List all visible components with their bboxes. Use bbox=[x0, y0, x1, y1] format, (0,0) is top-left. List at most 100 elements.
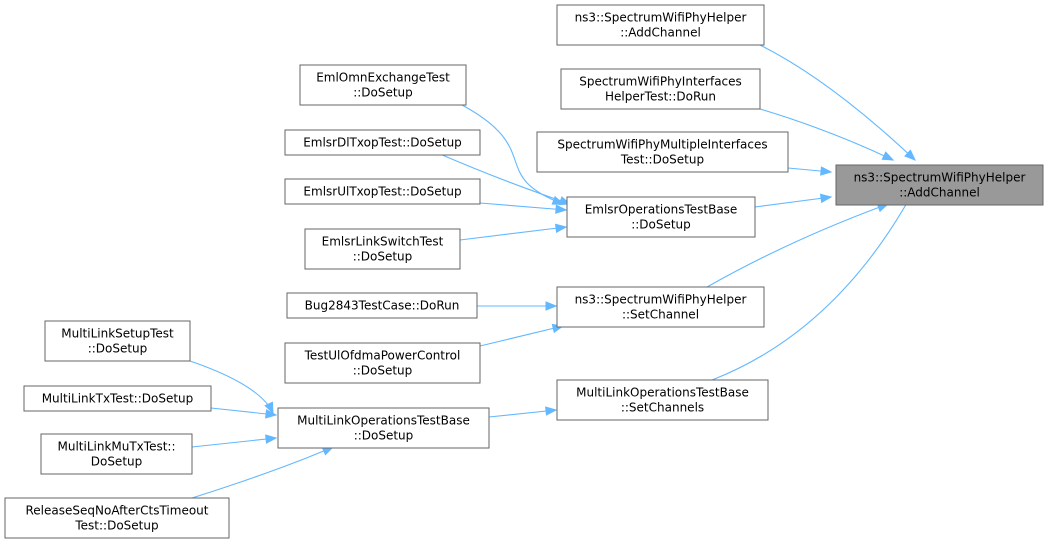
edge-n_ifhelper-to-target bbox=[759, 108, 895, 161]
edge-n_mlmu-to-n_mlbase bbox=[191, 434, 278, 448]
node-box bbox=[40, 433, 193, 475]
node-label: EmlOmnExchangeTest bbox=[316, 71, 450, 85]
edge-line bbox=[759, 108, 894, 161]
edge-line bbox=[488, 409, 557, 418]
edge-line bbox=[479, 325, 564, 347]
node-n_mltx[interactable]: MultiLinkTxTest::DoSetup bbox=[23, 385, 212, 412]
node-label: ::DoSetup bbox=[353, 250, 413, 264]
node-label: EmlsrOperationsTestBase bbox=[585, 203, 738, 217]
node-n_setch[interactable]: ns3::SpectrumWifiPhyHelper::SetChannel bbox=[556, 286, 765, 328]
node-box bbox=[556, 4, 765, 46]
node-box bbox=[566, 196, 756, 238]
node-label: EmlsrUlTxopTest::DoSetup bbox=[303, 185, 461, 199]
node-label: EmlsrLinkSwitchTest bbox=[322, 235, 444, 249]
node-box bbox=[560, 68, 761, 110]
edge-line bbox=[479, 202, 567, 211]
node-n_bug[interactable]: Bug2843TestCase::DoRun bbox=[286, 292, 478, 319]
arrowhead bbox=[904, 149, 916, 161]
node-label: TestUlOfdmaPowerControl bbox=[304, 349, 461, 363]
node-box bbox=[835, 164, 1044, 206]
node-label: MultiLinkOperationsTestBase bbox=[297, 414, 470, 428]
node-n_ofdma[interactable]: TestUlOfdmaPowerControl::DoSetup bbox=[284, 342, 481, 384]
edge-n_ofdma-to-n_setch bbox=[479, 323, 565, 347]
edge-n_emlbase-to-target bbox=[754, 193, 833, 208]
edge-line bbox=[191, 446, 334, 499]
node-label: DoSetup bbox=[91, 455, 143, 469]
node-n_ifhelper[interactable]: SpectrumWifiPhyInterfacesHelperTest::DoR… bbox=[560, 68, 761, 110]
node-box bbox=[556, 286, 765, 328]
edge-n_bug-to-n_setch bbox=[477, 301, 558, 311]
arrowhead bbox=[819, 193, 833, 204]
node-n_mlsetch[interactable]: MultiLinkOperationsTestBase::SetChannels bbox=[556, 379, 769, 421]
node-label: SpectrumWifiPhyMultipleInterfaces bbox=[557, 138, 767, 152]
node-label: ::DoSetup bbox=[353, 364, 413, 378]
node-n_add2[interactable]: ns3::SpectrumWifiPhyHelper::AddChannel bbox=[556, 4, 765, 46]
arrowhead bbox=[555, 223, 568, 233]
node-n_multiif[interactable]: SpectrumWifiPhyMultipleInterfacesTest::D… bbox=[536, 131, 789, 173]
node-box bbox=[23, 385, 212, 412]
edge-n_multiif-to-target bbox=[787, 166, 833, 176]
arrowhead bbox=[264, 401, 274, 415]
node-label: ::DoSetup bbox=[353, 86, 413, 100]
edge-line bbox=[210, 407, 277, 416]
edge-n_ul-to-n_emlbase bbox=[479, 202, 568, 214]
node-label: ns3::SpectrumWifiPhyHelper bbox=[575, 11, 747, 25]
node-box bbox=[277, 407, 490, 449]
node-n_ul[interactable]: EmlsrUlTxopTest::DoSetup bbox=[284, 178, 481, 205]
node-label: MultiLinkSetupTest bbox=[61, 327, 174, 341]
arrowhead bbox=[881, 151, 895, 161]
node-label: SpectrumWifiPhyInterfaces bbox=[579, 75, 742, 89]
edge-line bbox=[711, 182, 919, 381]
node-n_mlbase[interactable]: MultiLinkOperationsTestBase::DoSetup bbox=[277, 407, 490, 449]
node-box bbox=[286, 292, 478, 319]
node-label: EmlsrDlTxopTest::DoSetup bbox=[303, 136, 462, 150]
node-label: Test::DoSetup bbox=[74, 519, 158, 533]
node-label: ::AddChannel bbox=[899, 186, 980, 200]
node-n_omn[interactable]: EmlOmnExchangeTest::DoSetup bbox=[299, 64, 467, 106]
node-label: ReleaseSeqNoAfterCtsTimeout bbox=[26, 504, 209, 518]
edge-line bbox=[706, 203, 889, 288]
edge-n_release-to-n_mlbase bbox=[191, 446, 335, 499]
arrowhead bbox=[820, 166, 833, 176]
edge-line bbox=[191, 437, 277, 448]
node-label: ::DoSetup bbox=[88, 342, 148, 356]
edge-line bbox=[459, 226, 567, 241]
node-n_dl[interactable]: EmlsrDlTxopTest::DoSetup bbox=[284, 129, 481, 156]
node-target[interactable]: ns3::SpectrumWifiPhyHelper::AddChannel bbox=[835, 164, 1044, 206]
node-label: ns3::SpectrumWifiPhyHelper bbox=[854, 171, 1026, 185]
node-label: HelperTest::DoRun bbox=[605, 90, 716, 104]
node-label: Bug2843TestCase::DoRun bbox=[305, 299, 460, 313]
node-label: MultiLinkTxTest::DoSetup bbox=[42, 392, 194, 406]
arrowhead bbox=[265, 434, 278, 444]
edge-n_mltx-to-n_mlbase bbox=[210, 407, 278, 419]
arrowhead bbox=[545, 406, 558, 416]
node-box bbox=[304, 228, 461, 270]
node-box bbox=[536, 131, 789, 173]
node-label: MultiLinkOperationsTestBase bbox=[576, 386, 749, 400]
edge-n_mlbase-to-n_mlsetch bbox=[488, 406, 558, 418]
node-label: ::AddChannel bbox=[620, 26, 701, 40]
node-label: ns3::SpectrumWifiPhyHelper bbox=[575, 293, 747, 307]
node-box bbox=[284, 178, 481, 205]
edge-n_ls-to-n_emlbase bbox=[459, 223, 568, 241]
node-box bbox=[299, 64, 467, 106]
node-label: ::DoSetup bbox=[354, 429, 414, 443]
node-n_emlbase[interactable]: EmlsrOperationsTestBase::DoSetup bbox=[566, 196, 756, 238]
node-box bbox=[284, 342, 481, 384]
node-label: ::SetChannel bbox=[622, 308, 699, 322]
node-n_mlmu[interactable]: MultiLinkMuTxTest::DoSetup bbox=[40, 433, 193, 475]
edge-line bbox=[759, 44, 916, 161]
node-label: MultiLinkMuTxTest:: bbox=[57, 440, 175, 454]
node-box bbox=[284, 129, 481, 156]
node-label: Test::DoSetup bbox=[620, 153, 704, 167]
node-n_mlsetup[interactable]: MultiLinkSetupTest::DoSetup bbox=[44, 320, 191, 362]
edge-line bbox=[754, 196, 832, 208]
node-box bbox=[556, 379, 769, 421]
node-n_ls[interactable]: EmlsrLinkSwitchTest::DoSetup bbox=[304, 228, 461, 270]
node-box bbox=[4, 497, 230, 539]
edge-n_add2-to-target bbox=[759, 44, 916, 161]
nodes-layer: ns3::SpectrumWifiPhyHelper::AddChannelns… bbox=[4, 4, 1044, 539]
edge-n_mlsetup-to-n_mlbase bbox=[189, 360, 274, 415]
